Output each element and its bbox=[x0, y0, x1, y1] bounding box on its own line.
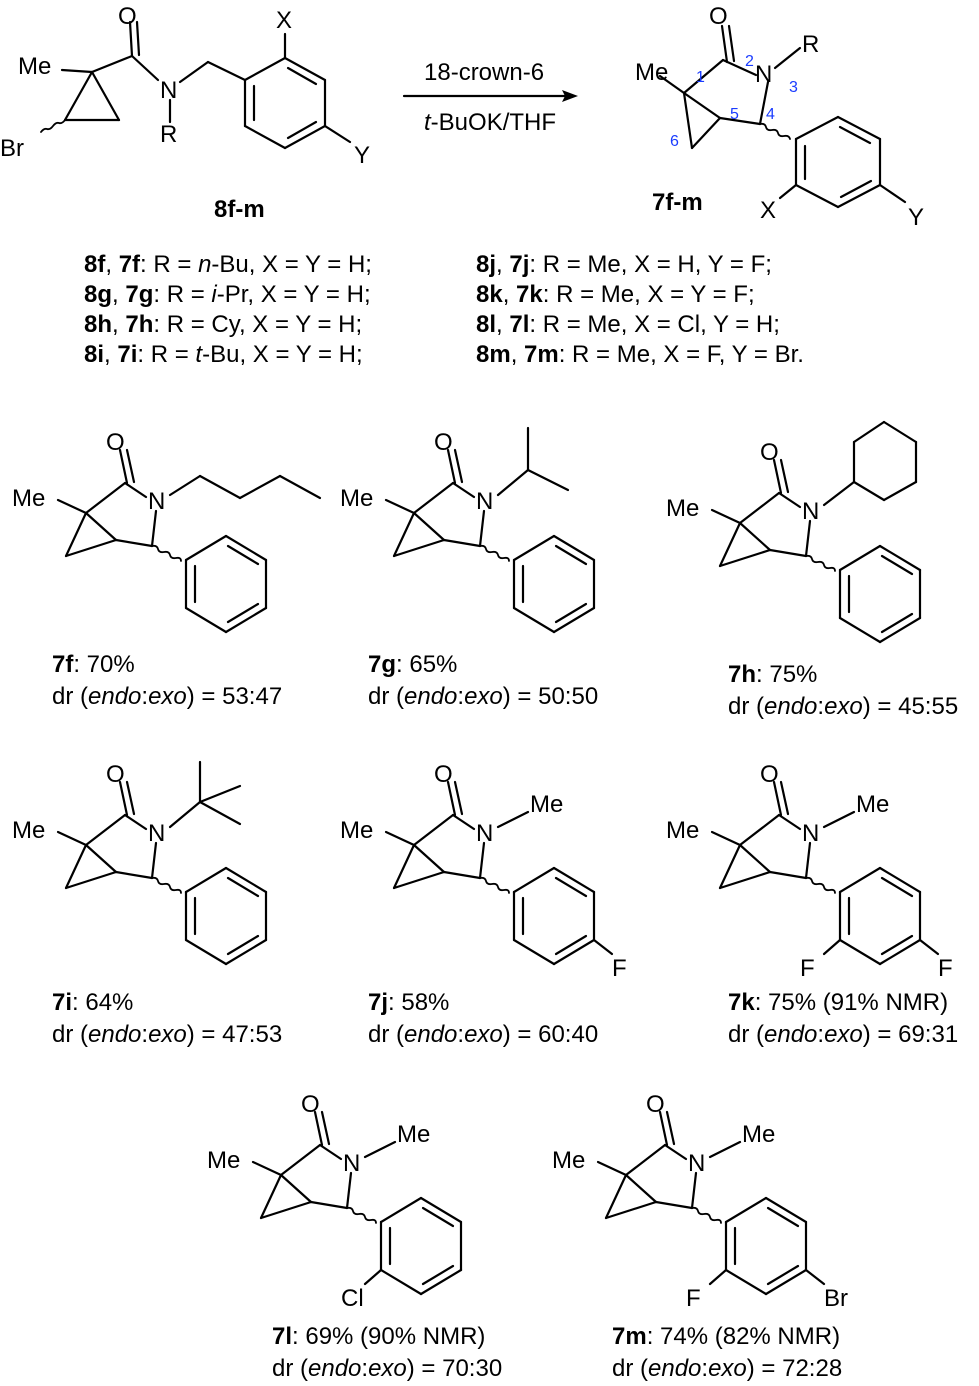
carbonyl-o-label: O bbox=[646, 1091, 665, 1118]
carbonyl-o-label: O bbox=[760, 761, 779, 788]
me-label: Me bbox=[207, 1147, 240, 1174]
ring-para-substituent-label: F bbox=[612, 955, 627, 982]
dr-caption-7j: dr (endo:exo) = 60:40 bbox=[368, 1021, 598, 1048]
n-label: N bbox=[476, 488, 493, 515]
locant-3: 3 bbox=[789, 79, 798, 96]
reactant-y-label: Y bbox=[354, 142, 370, 169]
reactant-x-label: X bbox=[276, 7, 292, 34]
reaction-arrow bbox=[402, 90, 578, 102]
ring-ortho-substituent-label: F bbox=[800, 955, 815, 982]
locant-4: 4 bbox=[766, 106, 775, 123]
carbonyl-o-label: O bbox=[760, 439, 779, 466]
reactant-r-label: R bbox=[160, 121, 177, 148]
yield-caption-7k: 7k: 75% (91% NMR) bbox=[728, 989, 948, 1016]
ring-para-substituent-label: Br bbox=[824, 1285, 848, 1312]
dr-caption-7l: dr (endo:exo) = 70:30 bbox=[272, 1355, 502, 1382]
product-compound-label: 7f-m bbox=[652, 189, 703, 216]
product-r-label: R bbox=[802, 31, 819, 58]
yield-caption-7f: 7f: 70% bbox=[52, 651, 135, 678]
carbonyl-o-label: O bbox=[106, 761, 125, 788]
me-label: Me bbox=[666, 817, 699, 844]
substituent-line-8j: 8j, 7j: R = Me, X = H, Y = F; bbox=[476, 251, 772, 278]
product-7g: Me O N 7g: 65% dr (endo:exo) = 50:50 bbox=[340, 426, 598, 710]
me-label: Me bbox=[340, 485, 373, 512]
dr-caption-7g: dr (endo:exo) = 50:50 bbox=[368, 683, 598, 710]
carbonyl-o-label: O bbox=[301, 1091, 320, 1118]
me-label: Me bbox=[340, 817, 373, 844]
dr-caption-7i: dr (endo:exo) = 47:53 bbox=[52, 1021, 282, 1048]
dr-caption-7f: dr (endo:exo) = 53:47 bbox=[52, 683, 282, 710]
n-label: N bbox=[343, 1150, 360, 1177]
substituent-line-8i: 8i, 7i: R = t-Bu, X = Y = H; bbox=[84, 341, 363, 368]
reagent-top: 18-crown-6 bbox=[424, 59, 544, 86]
reactant-structure bbox=[40, 20, 352, 150]
me-label: Me bbox=[666, 495, 699, 522]
product-y-label: Y bbox=[908, 204, 924, 231]
substituent-line-8l: 8l, 7l: R = Me, X = Cl, Y = H; bbox=[476, 311, 780, 338]
yield-caption-7l: 7l: 69% (90% NMR) bbox=[272, 1323, 485, 1350]
dr-caption-7h: dr (endo:exo) = 45:55 bbox=[728, 693, 958, 720]
product-n-label: N bbox=[755, 61, 772, 88]
n-methyl-label: Me bbox=[530, 791, 563, 818]
n-label: N bbox=[148, 820, 165, 847]
locant-1: 1 bbox=[696, 69, 705, 86]
me-label: Me bbox=[552, 1147, 585, 1174]
product-me-label: Me bbox=[635, 59, 668, 86]
reagent-bottom: t-BuOK/THF bbox=[424, 109, 556, 136]
product-o-label: O bbox=[709, 3, 728, 30]
reactant-me-label: Me bbox=[18, 53, 51, 80]
me-label: Me bbox=[12, 817, 45, 844]
ring-ortho-substituent-label: Cl bbox=[341, 1285, 364, 1312]
product-7h: Me O N 7h: 75% dr (endo:exo) = 45:55 bbox=[666, 420, 958, 720]
reactant-o-label: O bbox=[118, 3, 137, 30]
carbonyl-o-label: O bbox=[106, 429, 125, 456]
n-label: N bbox=[148, 488, 165, 515]
product-structure bbox=[658, 24, 907, 209]
carbonyl-o-label: O bbox=[434, 429, 453, 456]
substituent-list-right: 8j, 7j: R = Me, X = H, Y = F; 8k, 7k: R =… bbox=[476, 251, 804, 368]
locant-6: 6 bbox=[670, 133, 679, 150]
substituent-line-8h: 8h, 7h: R = Cy, X = Y = H; bbox=[84, 311, 362, 338]
product-x-label: X bbox=[760, 197, 776, 224]
yield-caption-7g: 7g: 65% bbox=[368, 651, 457, 678]
n-label: N bbox=[476, 820, 493, 847]
reactant-br-label: Br bbox=[0, 135, 24, 162]
n-methyl-label: Me bbox=[742, 1121, 775, 1148]
reactant-compound-label: 8f-m bbox=[214, 196, 265, 223]
yield-caption-7i: 7i: 64% bbox=[52, 989, 133, 1016]
dr-caption-7k: dr (endo:exo) = 69:31 bbox=[728, 1021, 958, 1048]
n-label: N bbox=[688, 1150, 705, 1177]
n-label: N bbox=[802, 820, 819, 847]
product-7j: Me O N MeF 7j: 58% dr (endo:exo) = 60:40 bbox=[340, 761, 627, 1048]
substituent-line-8f: 8f, 7f: R = n-Bu, X = Y = H; bbox=[84, 251, 372, 278]
n-methyl-label: Me bbox=[397, 1121, 430, 1148]
carbonyl-o-label: O bbox=[434, 761, 453, 788]
product-7f: Me O N 7f: 70% dr (endo:exo) = 53:47 bbox=[12, 429, 322, 710]
product-7i: Me O N 7i: 64% dr (endo:exo) = 47:53 bbox=[12, 760, 282, 1048]
n-methyl-label: Me bbox=[856, 791, 889, 818]
yield-caption-7j: 7j: 58% bbox=[368, 989, 449, 1016]
substituent-line-8k: 8k, 7k: R = Me, X = Y = F; bbox=[476, 281, 755, 308]
me-label: Me bbox=[12, 485, 45, 512]
ring-para-substituent-label: F bbox=[938, 955, 953, 982]
substituent-list-left: 8f, 7f: R = n-Bu, X = Y = H; 8g, 7g: R = … bbox=[84, 251, 372, 368]
yield-caption-7h: 7h: 75% bbox=[728, 661, 817, 688]
substituent-line-8g: 8g, 7g: R = i-Pr, X = Y = H; bbox=[84, 281, 371, 308]
substituent-line-8m: 8m, 7m: R = Me, X = F, Y = Br. bbox=[476, 341, 804, 368]
reactant-n-label: N bbox=[160, 77, 177, 104]
n-label: N bbox=[802, 498, 819, 525]
yield-caption-7m: 7m: 74% (82% NMR) bbox=[612, 1323, 840, 1350]
locant-5: 5 bbox=[730, 106, 739, 123]
ring-ortho-substituent-label: F bbox=[686, 1285, 701, 1312]
dr-caption-7m: dr (endo:exo) = 72:28 bbox=[612, 1355, 842, 1382]
locant-2: 2 bbox=[745, 53, 754, 70]
product-7k: Me O N MeF F 7k: 75% (91% NMR) dr (endo:exo) =… bbox=[666, 761, 958, 1048]
